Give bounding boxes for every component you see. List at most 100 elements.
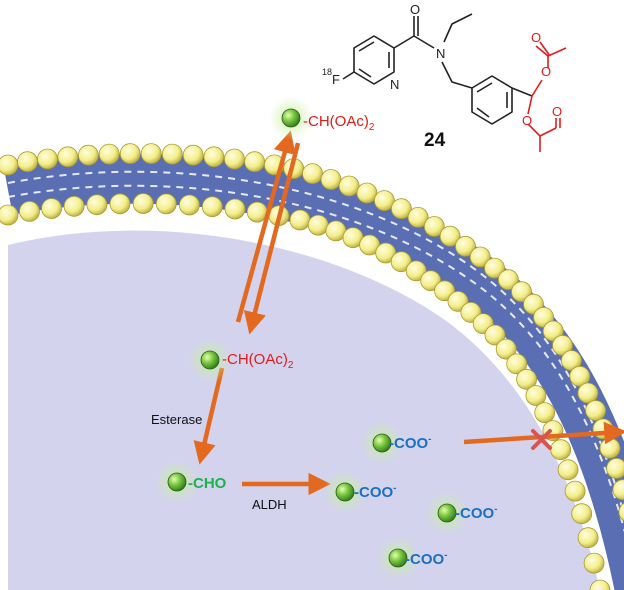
lipid-head (495, 338, 517, 360)
lipid-head (223, 148, 245, 170)
esterase-arrow (193, 367, 225, 465)
lipid-head (577, 382, 599, 404)
lipid-head (17, 151, 38, 173)
lipid-head (618, 502, 624, 522)
lipid-head (19, 200, 40, 222)
lipid-head (564, 480, 586, 502)
aldh-label: ALDH (252, 497, 287, 512)
molecule-ball (167, 472, 187, 492)
esterase-label: Esterase (151, 412, 202, 427)
lipid-head (506, 353, 528, 375)
lipid-head (302, 163, 323, 185)
lipid-head (390, 251, 412, 273)
n-ch2-bond (441, 61, 473, 89)
compound-number: 24 (424, 130, 446, 151)
lipid-head (63, 195, 85, 217)
acetate-carbonyl-oxygen-lower: O (552, 104, 562, 119)
lipid-head (307, 214, 329, 236)
lipid-head (571, 503, 593, 525)
lipid-heads-outer (0, 143, 624, 522)
lipid-head (585, 400, 606, 421)
molecule-ball (281, 108, 301, 128)
cell (0, 143, 624, 590)
pyridine-ring (353, 35, 395, 85)
lipid-head (57, 146, 79, 168)
lipid-head (516, 368, 537, 390)
cf-bond (342, 71, 355, 80)
lipid-head (373, 190, 395, 212)
lipid-head (182, 144, 204, 166)
molecule-ball (200, 350, 220, 370)
lipid-head (606, 458, 624, 479)
acetate-carbonyl-oxygen-upper: O (531, 30, 541, 45)
lipid-head (454, 235, 476, 257)
lipid-head (439, 225, 461, 247)
lipid-head (557, 459, 579, 481)
lipid-head (78, 144, 99, 166)
ring-nitrogen: N (390, 77, 399, 92)
structure-atoms: 18 F N O N O O O O 24 (322, 2, 562, 151)
lipid-head (484, 257, 505, 279)
acid-label-4: -COO- (405, 550, 448, 568)
inner-ester-label: -CH(OAc)2 (222, 351, 294, 371)
lipid-head (583, 552, 605, 574)
acid-label-2: -COO- (354, 483, 397, 501)
pyridine-inner-bonds (358, 41, 390, 78)
acid-label-1: -COO- (389, 434, 432, 452)
lipid-head (0, 204, 19, 226)
lipid-head (224, 198, 246, 220)
molecule-balls (155, 96, 469, 580)
benzylic-bond (511, 87, 533, 97)
lipid-head (484, 324, 506, 346)
lipid-head (405, 260, 427, 282)
molecule-ball (372, 433, 392, 453)
lipid-head (550, 439, 572, 461)
lipid-head (178, 194, 200, 216)
lipid-head (534, 402, 556, 424)
ethyl-group (443, 13, 473, 43)
lipid-head (356, 182, 378, 204)
block-mark (531, 429, 552, 450)
carbonyl-bonds (393, 16, 435, 49)
lipid-head (244, 151, 266, 173)
lipid-head (119, 143, 141, 165)
lipid-head (140, 143, 162, 165)
lipid-head (612, 479, 624, 501)
lipid-head (155, 193, 177, 215)
lipid-head (132, 193, 154, 214)
efflux-arrow (235, 130, 296, 323)
diacetate-group (527, 41, 567, 152)
lipid-head (390, 198, 412, 220)
carbonyl-oxygen: O (410, 2, 420, 17)
acetal-oxygen-upper: O (541, 64, 551, 79)
lipid-head (86, 194, 108, 216)
influx-arrow (243, 142, 301, 335)
lipid-head (423, 216, 445, 237)
lipid-head (525, 385, 547, 406)
lipid-head (592, 418, 614, 440)
amide-nitrogen: N (436, 46, 445, 61)
lipid-head (589, 579, 611, 590)
lipid-heads-inner (0, 193, 611, 590)
lipid-head (201, 196, 223, 218)
isotope-label: 18 (322, 67, 332, 77)
lipid-head (320, 169, 342, 190)
lipid-head (109, 193, 131, 215)
molecule-ball (437, 503, 457, 523)
benzene-ring (471, 75, 513, 125)
lipid-head (599, 437, 621, 459)
lipid-head (161, 143, 183, 165)
molecule-ball (335, 482, 355, 502)
fluorine-atom: F (332, 72, 340, 87)
outer-ester-label: -CH(OAc)2 (303, 113, 375, 133)
lipid-head (577, 527, 599, 549)
lipid-head (289, 209, 311, 231)
lipid-head (0, 154, 19, 176)
membrane-tail-line-inner (7, 184, 624, 533)
compound-24-structure (342, 13, 533, 125)
lipid-head (497, 269, 519, 291)
acetate-lower (527, 118, 561, 152)
lipid-head (41, 198, 62, 219)
acetal-oxygen-lower: O (522, 113, 532, 128)
